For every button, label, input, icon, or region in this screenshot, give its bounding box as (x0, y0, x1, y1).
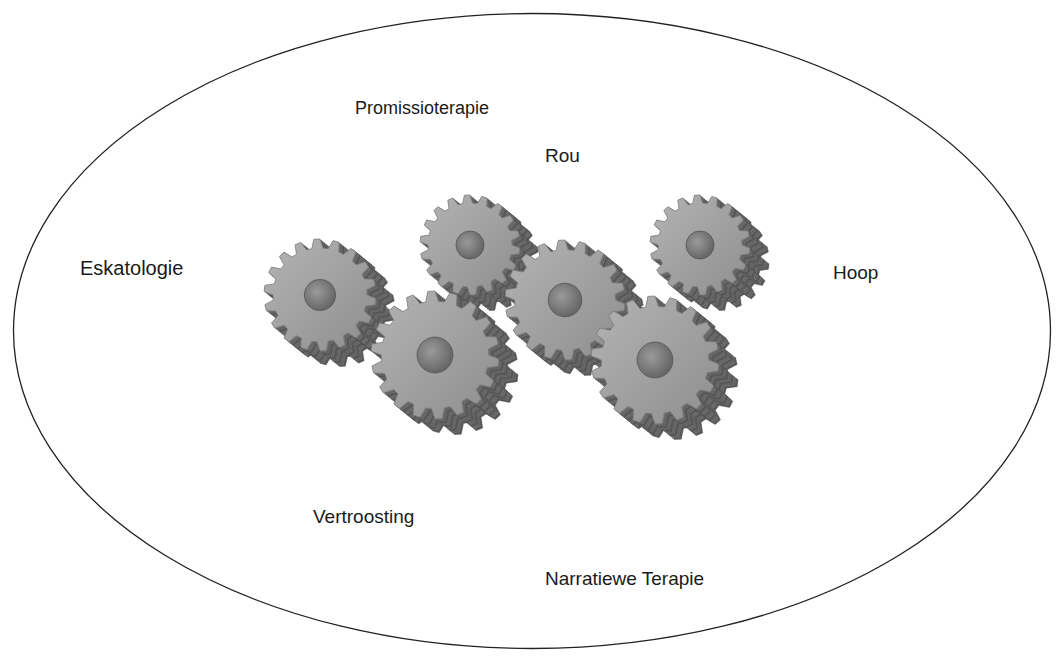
concept-label: Rou (545, 145, 580, 168)
concept-label: Eskatologie (80, 256, 183, 280)
gear-hole (417, 337, 453, 373)
gear (650, 195, 769, 311)
gear-hole (548, 283, 582, 317)
concept-label: Hoop (833, 262, 878, 285)
ellipse-region: PromissioterapieRouEskatologie HoopVertro… (12, 12, 1052, 650)
concept-label: Vertroosting (313, 506, 414, 529)
ellipse-outline (12, 12, 1052, 650)
gear-hole (456, 231, 484, 259)
concept-label: Promissioterapie (355, 98, 489, 120)
gear-face (264, 239, 376, 351)
gear-hole (686, 231, 714, 259)
gear-face (591, 296, 719, 424)
gear-face (650, 195, 750, 295)
gear (371, 291, 518, 435)
concept-label: Narratiewe Terapie (545, 568, 704, 591)
gear (591, 296, 738, 440)
ellipse-border (14, 14, 1051, 649)
gear-hole (637, 342, 673, 378)
gear-face (420, 195, 520, 295)
gear-face (371, 291, 499, 419)
gear-hole (304, 279, 335, 310)
